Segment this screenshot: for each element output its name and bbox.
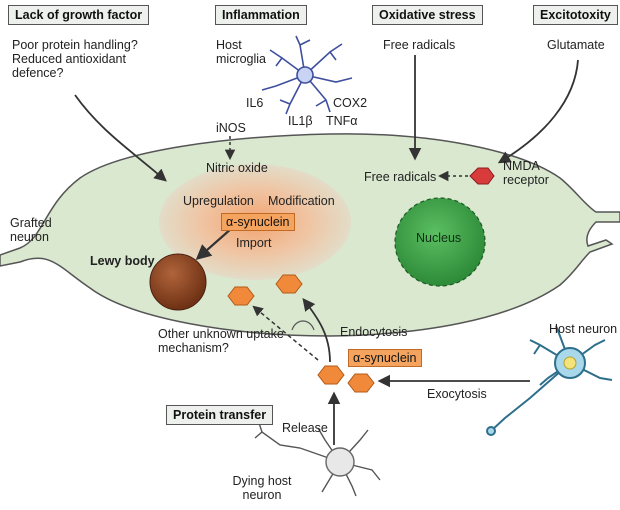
- inos-label: iNOS: [216, 121, 246, 135]
- dying-host-neuron-label: Dying host neuron: [232, 474, 292, 502]
- il1b-label: IL1β: [288, 114, 313, 128]
- growth-note: Poor protein handling? Reduced antioxida…: [12, 38, 138, 80]
- endocytosis-pit: [291, 320, 315, 331]
- host-neuron-label: Host neuron: [549, 322, 618, 336]
- synuclein-hexagon: [317, 365, 345, 385]
- header-inflammation: Inflammation: [215, 5, 307, 25]
- modification-label: Modification: [268, 194, 335, 208]
- aggregation-arrow: [195, 227, 233, 261]
- header-excitotoxicity: Excitotoxity: [533, 5, 618, 25]
- nitric-oxide-label: Nitric oxide: [206, 161, 268, 175]
- tnfa-label: TNFα: [326, 114, 358, 128]
- lewy-body: [149, 253, 207, 311]
- synuclein-hexagon: [347, 373, 375, 393]
- endocytosis-label: Endocytosis: [340, 325, 408, 339]
- dying-host-neuron-icon: [254, 413, 381, 497]
- release-label: Release: [282, 421, 328, 435]
- microglia-icon: [261, 35, 353, 115]
- nucleus: [394, 197, 486, 287]
- synuclein-hexagon: [227, 286, 255, 306]
- growth-factor-arrow: [74, 94, 167, 182]
- free-radicals-top-label: Free radicals: [383, 38, 456, 52]
- il6-label: IL6: [246, 96, 264, 110]
- cox2-label: COX2: [333, 96, 368, 110]
- alpha-synuclein-inner-box: α-synuclein: [221, 213, 295, 231]
- upregulation-label: Upregulation: [183, 194, 254, 208]
- import-label: Import: [236, 236, 272, 250]
- free-radicals-inner-label: Free radicals: [364, 170, 437, 184]
- header-oxidative-stress: Oxidative stress: [372, 5, 483, 25]
- grafted-neuron-label: Grafted neuron: [10, 216, 52, 244]
- exocytosis-label: Exocytosis: [427, 387, 487, 401]
- header-growth-factor: Lack of growth factor: [8, 5, 150, 25]
- nucleus-label: Nucleus: [416, 231, 462, 245]
- nmda-label: NMDA receptor: [503, 159, 549, 187]
- glutamate-arrow: [497, 59, 579, 164]
- glutamate-label: Glutamate: [547, 38, 605, 52]
- lewy-body-label: Lewy body: [90, 254, 155, 268]
- host-microglia-label: Host microglia: [216, 38, 267, 66]
- endocytosis-arrow: [302, 298, 331, 363]
- synuclein-hexagon: [275, 274, 303, 294]
- header-protein-transfer: Protein transfer: [166, 405, 274, 425]
- host-neuron-icon: [486, 325, 613, 436]
- nmda-receptor-icon: [469, 167, 495, 185]
- other-uptake-label: Other unknown uptake mechanism?: [158, 327, 284, 355]
- alpha-synuclein-outer-box: α-synuclein: [348, 349, 422, 367]
